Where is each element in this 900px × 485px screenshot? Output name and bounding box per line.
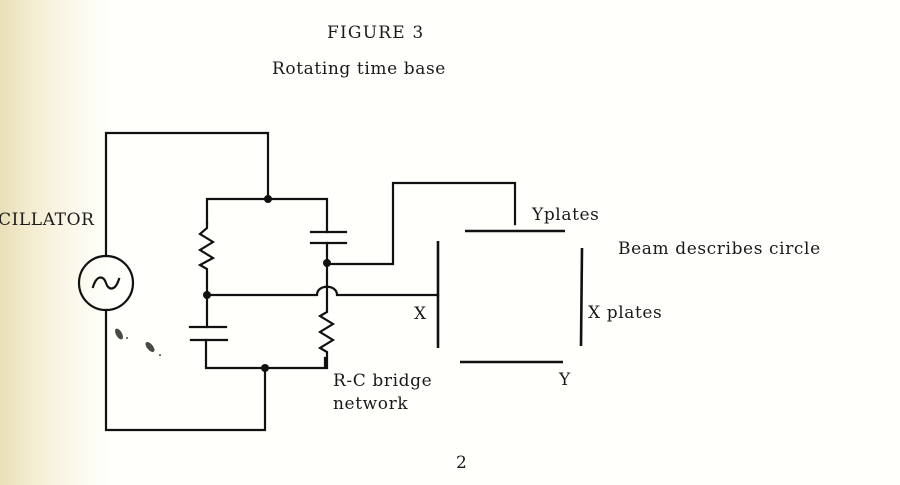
bridge-label-line2: network [333, 394, 409, 414]
oscillator-symbol [77, 254, 135, 312]
oscillator-label: CILLATOR [0, 210, 95, 230]
oscillator-top-wire [104, 131, 270, 258]
capacitor-lower-left [188, 325, 229, 342]
y-label: Y [559, 370, 571, 390]
y-plate-feed-wire [325, 181, 517, 266]
sine-wave-icon [91, 276, 121, 290]
bridge-top-wire [205, 197, 329, 234]
bridge-label-line1: R-C bridge [333, 371, 433, 391]
figure-number: FIGURE 3 [327, 23, 425, 43]
x-plate-right [579, 247, 584, 347]
oscillator-bottom-wire [104, 308, 267, 432]
oscillator-circle [77, 254, 135, 312]
junction-top [264, 195, 272, 203]
beam-label: Beam describes circle [618, 239, 821, 259]
resistor-upper-left [197, 221, 216, 297]
junction-bottom [261, 364, 269, 372]
x-plate-feed-wire [205, 285, 440, 297]
page-number: 2 [456, 453, 468, 473]
x-plates-label: X plates [588, 303, 663, 323]
ink-smudge [115, 328, 161, 356]
x-label: X [414, 304, 427, 324]
capacitor-upper-right [309, 230, 348, 245]
y-plates-label: Yplates [532, 205, 600, 225]
figure-caption: Rotating time base [272, 59, 446, 79]
bridge-bottom-wire [204, 338, 327, 370]
resistor-lower-right [317, 284, 336, 370]
